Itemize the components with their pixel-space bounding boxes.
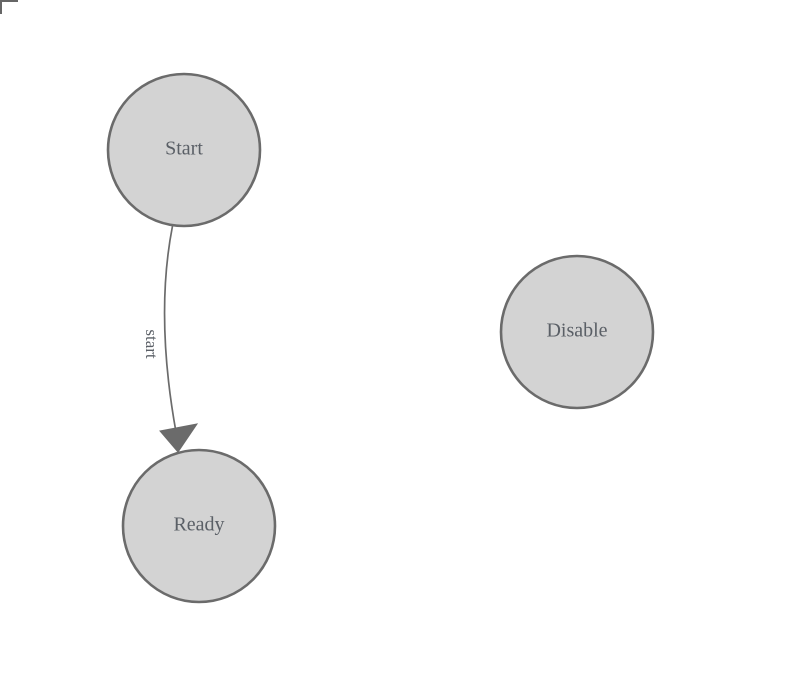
edge-start-to-ready[interactable]: start	[142, 225, 199, 453]
node-ready-circle	[121, 448, 277, 604]
top-left-corner-mark-icon	[0, 0, 18, 14]
node-disable-label: Disable	[546, 320, 607, 342]
node-start[interactable]: Start	[106, 72, 262, 228]
node-disable[interactable]: Disable	[499, 254, 655, 410]
arrowhead-icon	[159, 423, 199, 453]
edge-path	[163, 225, 177, 433]
edge-label-start: start	[142, 329, 161, 359]
node-start-label: Start	[165, 138, 203, 160]
node-ready[interactable]: Ready	[121, 448, 277, 604]
node-disable-circle	[499, 254, 655, 410]
node-ready-label: Ready	[173, 514, 224, 536]
node-start-circle	[106, 72, 262, 228]
